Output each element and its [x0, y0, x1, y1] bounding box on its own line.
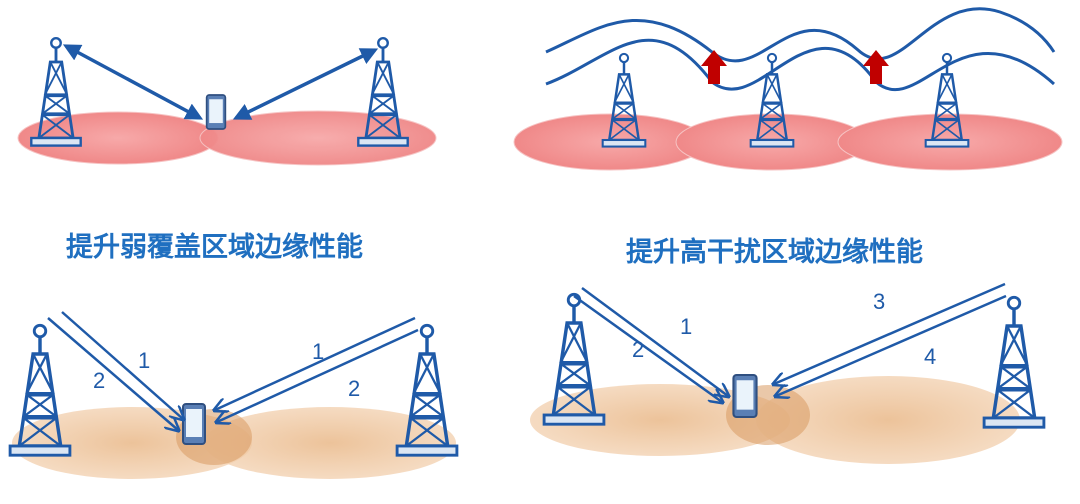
beam-arrow	[581, 286, 728, 396]
beam-label: 3	[873, 289, 885, 314]
boost-arrow-icon	[863, 50, 889, 84]
panel-top-right	[513, 7, 1063, 171]
panel-bottom-left: 1 2 1 2	[10, 311, 457, 479]
beam-arrow	[217, 328, 419, 422]
phone-icon	[182, 403, 206, 445]
beam-label: 2	[93, 368, 105, 393]
beam-label: 2	[348, 376, 360, 401]
beam-label: 1	[680, 314, 692, 339]
beam-arrow	[573, 294, 722, 402]
beam-label: 2	[632, 337, 644, 362]
boost-arrow-icon	[701, 50, 727, 84]
signal-wave-upper	[545, 7, 1056, 63]
panel-top-left	[17, 36, 437, 166]
signal-arrow	[232, 48, 379, 120]
beam-label: 1	[138, 348, 150, 373]
caption-high-interference: 提升高干扰区域边缘性能	[626, 237, 923, 268]
phone-icon	[205, 94, 227, 130]
phone-icon	[732, 373, 758, 419]
beam-arrow	[61, 311, 183, 419]
coverage-ellipse	[204, 407, 456, 479]
caption-weak-coverage: 提升弱覆盖区域边缘性能	[66, 232, 363, 263]
coverage-ellipse	[756, 376, 1020, 464]
beam-label: 1	[312, 339, 324, 364]
beam-label: 4	[924, 344, 936, 369]
beam-arrow	[774, 282, 1006, 384]
beam-arrow	[47, 317, 178, 430]
beam-arrow	[776, 294, 1007, 396]
signal-wave-lower	[545, 38, 1055, 92]
panel-bottom-right: 1 2 3 4	[530, 282, 1044, 464]
signal-arrow	[62, 44, 204, 120]
beam-arrow	[215, 316, 416, 410]
